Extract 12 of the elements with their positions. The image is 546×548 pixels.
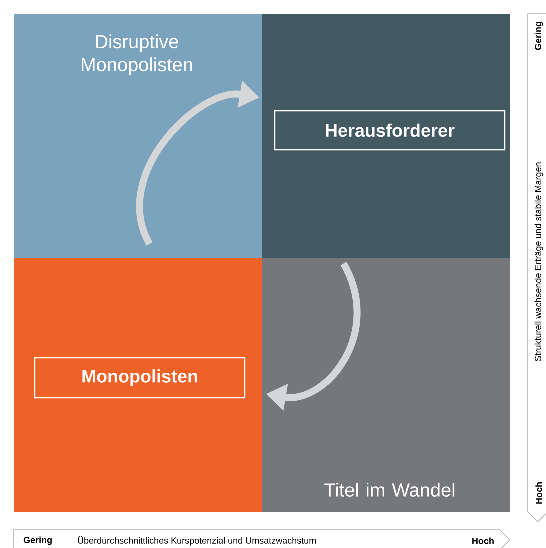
quadrant: Disruptive Monopolisten xyxy=(14,14,262,258)
axis-label: Gering xyxy=(534,22,544,50)
axis-label: Hoch xyxy=(472,538,494,544)
label-box: Herausforderer xyxy=(274,110,506,151)
label-box: Monopolisten xyxy=(34,357,246,399)
axis-title: Überdurchschnittliches Kurspotenzial und Umsatzwachstum xyxy=(78,536,316,546)
quadrant xyxy=(262,14,510,258)
quadrant xyxy=(14,258,262,512)
axis-title: Strukturell wachsende Erträge und stabile Margen xyxy=(534,162,544,362)
quadrant: Titel im Wandel xyxy=(262,258,510,512)
axis-label: Hoch xyxy=(536,482,542,504)
axis-label: Gering xyxy=(24,536,52,546)
